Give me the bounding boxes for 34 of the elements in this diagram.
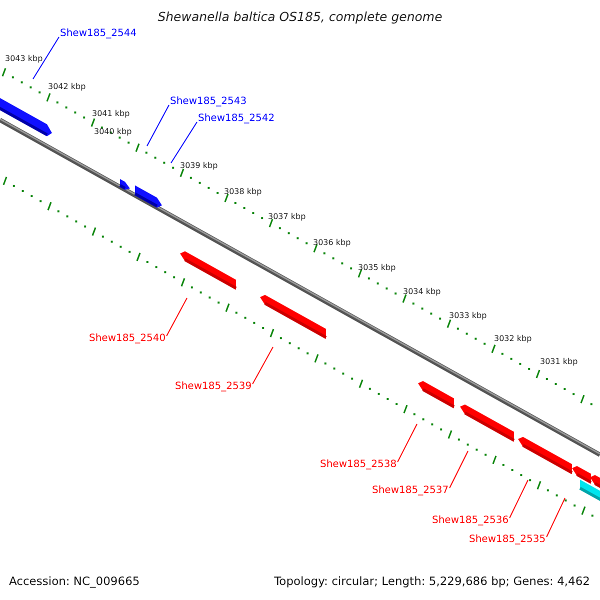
scale-label: 3043 kbp [5,55,43,63]
scale-label: 3031 kbp [540,358,578,366]
gene-label: Shew185_2539 [175,382,252,392]
gene-label: Shew185_2538 [320,460,397,470]
gene-label: Shew185_2536 [432,516,509,526]
scale-label: 3037 kbp [268,213,306,221]
scale-label: 3032 kbp [494,335,532,343]
leader-line [146,104,170,146]
gene-label: Shew185_2535 [469,535,546,545]
gene-label: Shew185_2540 [89,334,166,344]
scale-label: 3034 kbp [403,288,441,296]
gene-label: Shew185_2542 [198,114,275,124]
scale-label: 3038 kbp [224,188,262,196]
scale-label: 3042 kbp [48,83,86,91]
gene-label: Shew185_2537 [372,486,449,496]
leader-line [252,346,274,384]
gene-label: Shew185_2544 [60,29,137,39]
scale-label: 3041 kbp [92,110,130,118]
scale-label: 3040 kbp [94,128,132,136]
title: Shewanella baltica OS185, complete genome [156,11,444,24]
scale-label: 3036 kbp [313,239,351,247]
leader-line [546,498,566,538]
leader-line [32,36,60,80]
leader-line [509,480,528,518]
accession-text: Accession: NC_009665 [9,576,140,588]
leader-line [449,450,468,488]
leader-line [170,122,198,164]
scale-label: 3035 kbp [358,264,396,272]
scale-label: 3033 kbp [449,312,487,320]
gene-label: Shew185_2543 [170,97,247,107]
scale-label: 3039 kbp [180,162,218,170]
leader-line [397,424,418,462]
genome-stats-text: Topology: circular; Length: 5,229,686 bp; Genes: 4,462 [274,576,590,588]
leader-line [166,298,188,336]
